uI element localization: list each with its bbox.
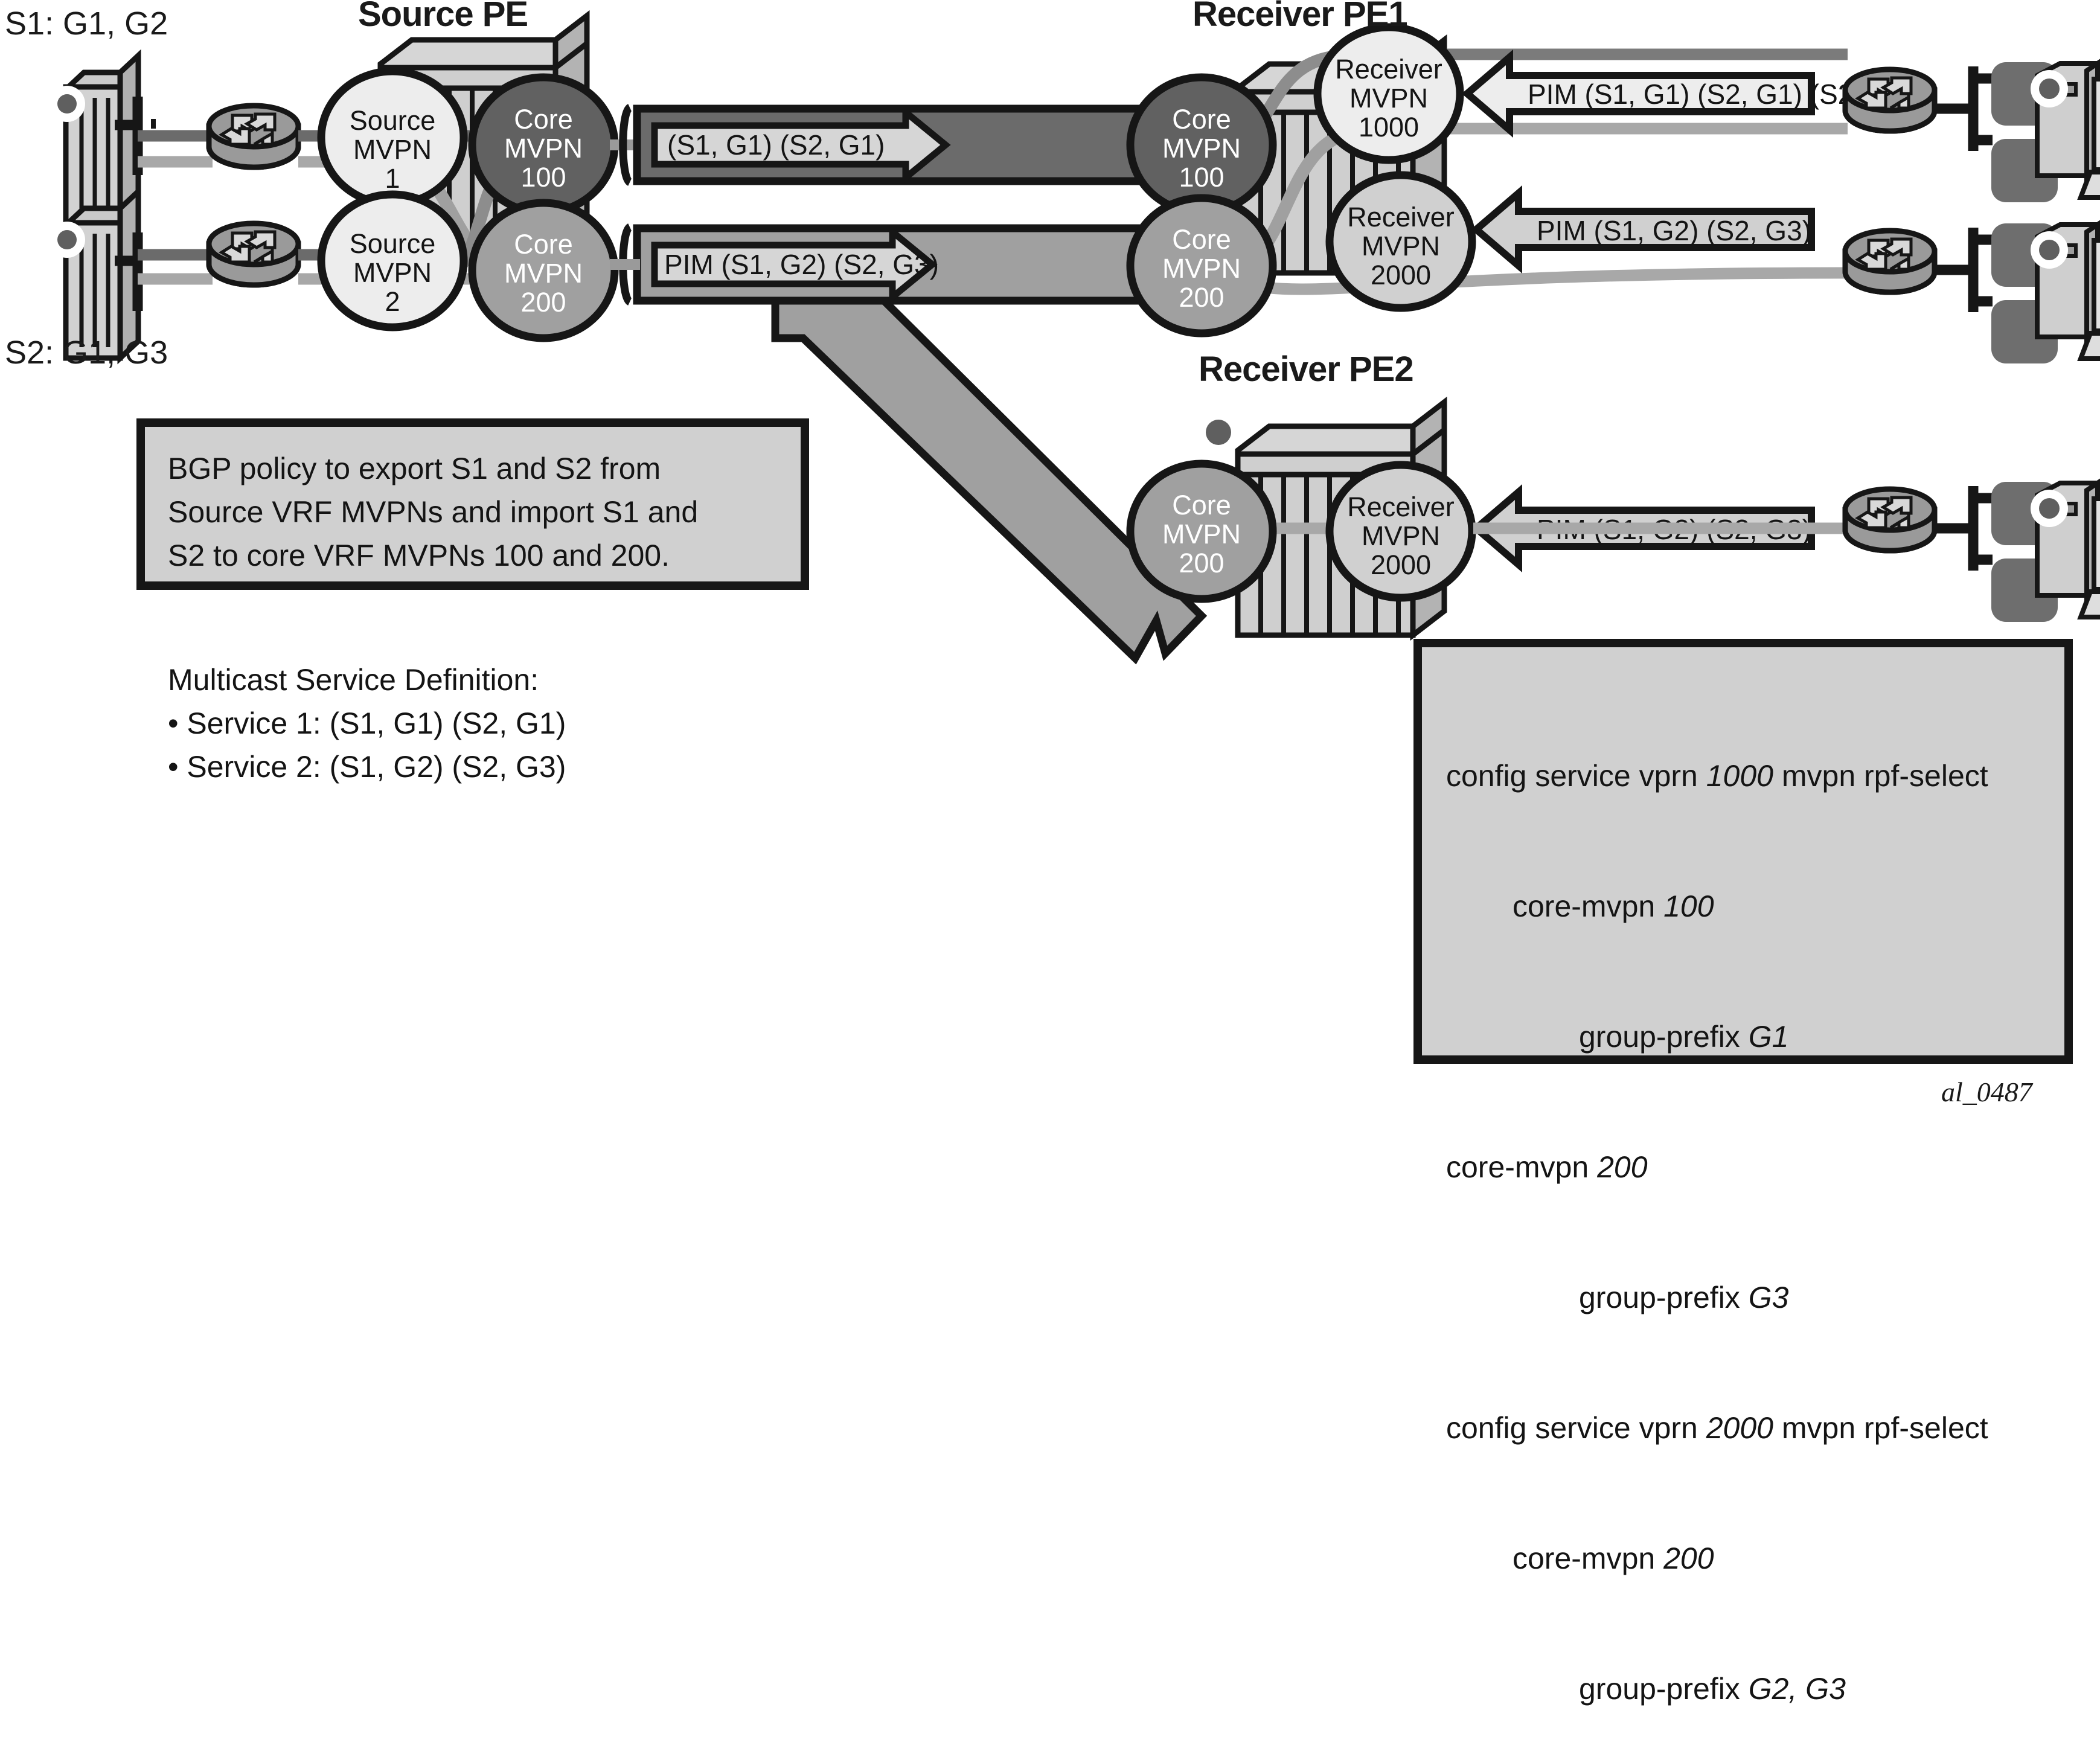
node-core-mvpn-200-pe2-l2: MVPN bbox=[1162, 519, 1241, 549]
node-receiver-mvpn-1000-l2: MVPN bbox=[1349, 83, 1428, 114]
node-receiver-mvpn-2000-pe1-l1: Receiver bbox=[1347, 202, 1455, 232]
node-core-mvpn-100-source-l1: Core bbox=[514, 104, 573, 135]
page-title-receiver-pe1: Receiver PE1 bbox=[1192, 0, 1408, 34]
config-line-7: group-prefix G2, G3 bbox=[1579, 1672, 1846, 1706]
bgp-policy-text: BGP policy to export S1 and S2 from Sour… bbox=[168, 447, 790, 577]
node-core-mvpn-200-source-l2: MVPN bbox=[504, 258, 583, 289]
node-core-mvpn-100-source-l3: 100 bbox=[520, 162, 566, 193]
source-label-s1: S1: G1, G2 bbox=[5, 5, 168, 42]
router-icon-ce1 bbox=[209, 106, 298, 167]
node-core-mvpn-200-pe2-l1: Core bbox=[1172, 490, 1231, 520]
tunnel-core-200: PIM (S1, G2) (S2, G3) bbox=[610, 223, 1208, 665]
router-icon-ce4 bbox=[1845, 231, 1935, 292]
node-source-mvpn-2-l1: Source bbox=[350, 228, 436, 259]
node-core-mvpn-200-pe1-l3: 200 bbox=[1179, 282, 1224, 313]
config-line-5: config service vprn 2000 mvpn rpf-select bbox=[1446, 1411, 1988, 1445]
tunnel-core-100-label: (S1, G1) (S2, G1) bbox=[667, 129, 885, 161]
pim-arrow-pe1-2000: PIM (S1, G2) (S2, G3) bbox=[1470, 185, 1815, 274]
router-icon-ce3 bbox=[1845, 69, 1935, 131]
config-line-2: group-prefix G1 bbox=[1579, 1020, 1789, 1054]
config-line-6: core-mvpn 200 bbox=[1513, 1541, 1714, 1575]
bgp-policy-line-3: S2 to core VRF MVPNs 100 and 200. bbox=[168, 539, 670, 572]
config-line-1: core-mvpn 100 bbox=[1513, 889, 1714, 923]
bgp-policy-line-1: BGP policy to export S1 and S2 from bbox=[168, 452, 661, 485]
config-line-4: group-prefix G3 bbox=[1579, 1281, 1789, 1314]
node-source-mvpn-1-l3: 1 bbox=[385, 163, 400, 194]
node-source-mvpn-2-l2: MVPN bbox=[353, 257, 432, 288]
node-core-mvpn-100-pe1-l2: MVPN bbox=[1162, 133, 1241, 164]
pe2-port-dot bbox=[1206, 420, 1231, 445]
node-receiver-mvpn-2000-pe2-l3: 2000 bbox=[1371, 549, 1431, 580]
server-icon-s1 bbox=[49, 56, 138, 222]
page-title-source-pe: Source PE bbox=[358, 0, 528, 34]
node-receiver-mvpn-2000-pe1-l3: 2000 bbox=[1371, 260, 1431, 290]
msd-title: Multicast Service Definition: bbox=[168, 663, 539, 697]
node-core-mvpn-100-pe1-l1: Core bbox=[1172, 104, 1231, 135]
node-core-mvpn-200-source-l3: 200 bbox=[520, 287, 566, 318]
config-box bbox=[1413, 639, 2073, 1064]
node-core-mvpn-100-pe1-l3: 100 bbox=[1179, 162, 1224, 193]
source-label-s2: S2: G1, G3 bbox=[5, 334, 168, 371]
node-core-mvpn-100-source-l2: MVPN bbox=[504, 133, 583, 164]
node-source-mvpn-2 bbox=[317, 190, 468, 331]
node-source-mvpn-2-l3: 2 bbox=[385, 286, 400, 317]
tunnel-core-200-label: PIM (S1, G2) (S2, G3) bbox=[664, 249, 939, 280]
bgp-policy-box bbox=[136, 418, 809, 590]
node-core-mvpn-200-source-l1: Core bbox=[514, 229, 573, 260]
tunnel-core-100: (S1, G1) (S2, G1) bbox=[610, 104, 1164, 186]
msd-item-2: • Service 2: (S1, G2) (S2, G3) bbox=[168, 750, 566, 784]
multicast-service-definition: Multicast Service Definition: • Service … bbox=[168, 658, 790, 789]
tunnel-core-200-arrow bbox=[651, 225, 938, 304]
node-core-mvpn-200-pe1-l1: Core bbox=[1172, 224, 1231, 255]
node-receiver-mvpn-1000-l1: Receiver bbox=[1335, 54, 1442, 85]
router-icon-ce5 bbox=[1845, 489, 1935, 551]
workstation-icon-1 bbox=[1991, 62, 2100, 202]
node-core-mvpn-200-pe2-l3: 200 bbox=[1179, 548, 1224, 578]
config-box-text: config service vprn 1000 mvpn rpf-select… bbox=[1446, 667, 2056, 1754]
workstation-icon-3 bbox=[1991, 482, 2100, 622]
config-line-0: config service vprn 1000 mvpn rpf-select bbox=[1446, 759, 1988, 793]
node-core-mvpn-200-pe1 bbox=[1126, 194, 1277, 338]
node-receiver-mvpn-1000 bbox=[1313, 23, 1464, 164]
tunnel-core-200-branch bbox=[771, 296, 1208, 665]
page-title-receiver-pe2: Receiver PE2 bbox=[1199, 350, 1414, 389]
node-source-mvpn-1-l1: Source bbox=[350, 105, 436, 136]
config-line-3: core-mvpn 200 bbox=[1446, 1150, 1648, 1184]
node-source-mvpn-1-l2: MVPN bbox=[353, 134, 432, 165]
msd-item-1: • Service 1: (S1, G1) (S2, G1) bbox=[168, 706, 566, 740]
node-receiver-mvpn-2000-pe1 bbox=[1325, 171, 1476, 312]
figure-id-label: al_0487 bbox=[1941, 1077, 2032, 1107]
bgp-policy-line-2: Source VRF MVPNs and import S1 and bbox=[168, 495, 699, 529]
router-icon-ce2 bbox=[209, 223, 298, 285]
node-core-mvpn-200-source bbox=[468, 199, 619, 342]
node-receiver-mvpn-2000-pe2-l2: MVPN bbox=[1362, 520, 1440, 551]
node-receiver-mvpn-2000-pe2 bbox=[1325, 461, 1476, 602]
pim-arrow-pe1-2000-label: PIM (S1, G2) (S2, G3) bbox=[1537, 215, 1811, 246]
server-icon-s2 bbox=[49, 191, 138, 358]
network-diagram-svg: Source MVPN 1 Source MVPN 2 Core MVPN 10… bbox=[0, 0, 2100, 1064]
node-core-mvpn-200-pe1-l2: MVPN bbox=[1162, 253, 1241, 284]
diagram-canvas: Source MVPN 1 Source MVPN 2 Core MVPN 10… bbox=[0, 0, 2100, 1706]
node-receiver-mvpn-2000-pe1-l2: MVPN bbox=[1362, 231, 1440, 261]
workstation-icon-2 bbox=[1991, 223, 2100, 363]
node-receiver-mvpn-1000-l3: 1000 bbox=[1359, 112, 1419, 142]
tunnel-core-100-arrow bbox=[651, 105, 951, 185]
node-receiver-mvpn-2000-pe2-l1: Receiver bbox=[1347, 491, 1455, 522]
node-core-mvpn-200-pe2 bbox=[1126, 459, 1277, 603]
